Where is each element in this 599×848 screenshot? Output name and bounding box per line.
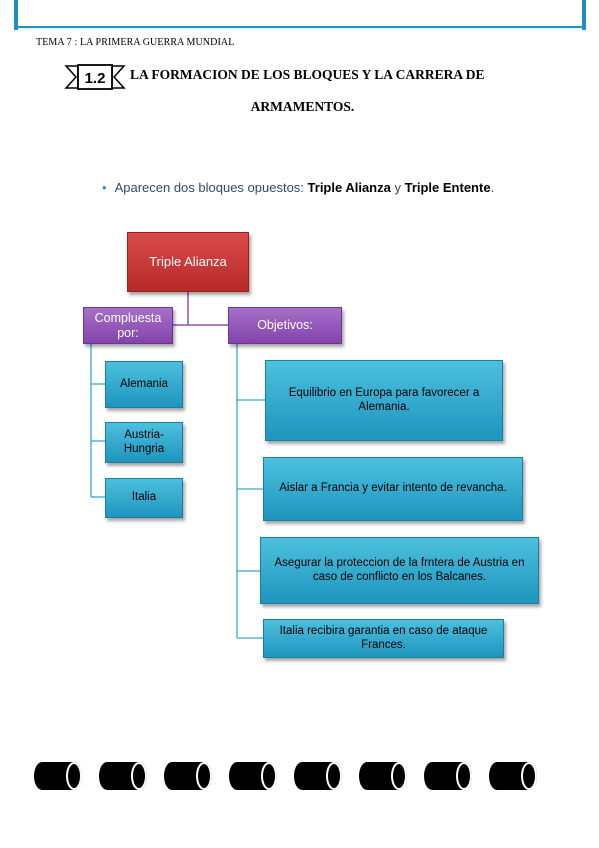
bullet-bold-2: Triple Entente [404,180,491,195]
scroll-roll-icon [489,762,537,790]
footer-decoration [34,762,537,790]
scroll-roll-icon [99,762,147,790]
node-objective-4: Italia recibira garantia en caso de ataq… [263,619,504,658]
bullet-bold-1: Triple Alianza [307,180,391,195]
scroll-roll-icon [229,762,277,790]
bullet-paragraph: • Aparecen dos bloques opuestos: Triple A… [102,180,494,195]
scroll-roll-icon [359,762,407,790]
node-objective-2: Aislar a Francia y evitar intento de rev… [263,457,523,521]
bullet-end: . [490,180,495,195]
page-frame-top [14,0,586,30]
node-triple-alianza: Triple Alianza [127,232,249,292]
node-member-italia: Italia [105,478,183,518]
section-title-line1: LA FORMACION DE LOS BLOQUES Y LA CARRERA… [130,67,485,82]
section-number: 1.2 [85,70,106,87]
section-number-badge: 1.2 [64,64,126,90]
node-compuesta-por: Compluesta por: [83,307,173,344]
node-member-alemania: Alemania [105,361,183,408]
node-objective-3: Asegurar la proteccion de la frntera de … [260,537,539,604]
node-objetivos: Objetivos: [228,307,342,344]
scroll-roll-icon [424,762,472,790]
node-member-austria-hungria: Austria-Hungria [105,422,183,463]
running-header: TEMA 7 : LA PRIMERA GUERRA MUNDIAL [36,37,235,48]
bullet-connector: y [390,180,405,195]
scroll-roll-icon [34,762,82,790]
node-objective-1: Equilibrio en Europa para favorecer a Al… [265,360,503,441]
scroll-roll-icon [294,762,342,790]
bullet-dot: • [102,180,107,195]
bullet-text: Aparecen dos bloques opuestos: [114,180,308,195]
scroll-roll-icon [164,762,212,790]
section-title-line2: ARMAMENTOS. [250,99,355,114]
